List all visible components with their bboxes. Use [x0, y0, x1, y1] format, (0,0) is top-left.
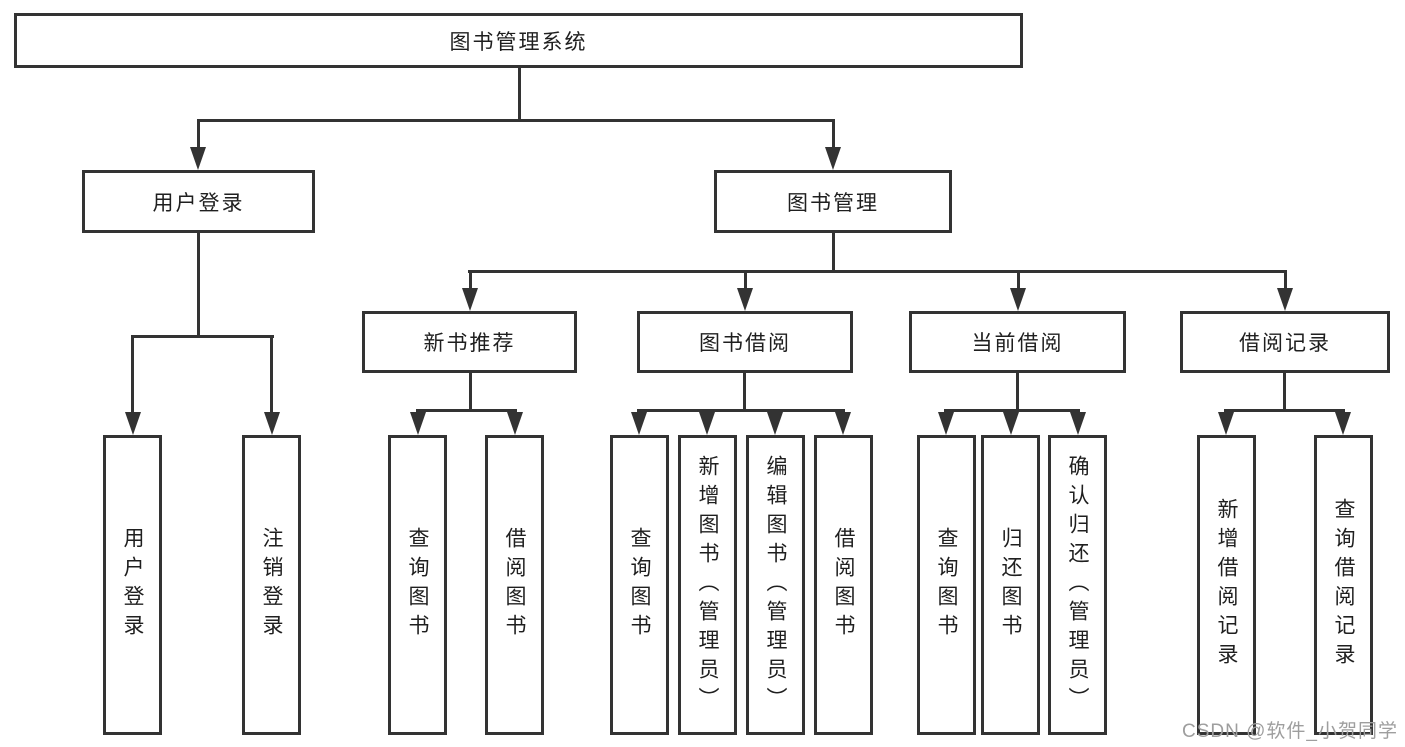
- leaf-confirm-return-admin: 确认归还（管理员）: [1048, 435, 1107, 735]
- leaf-label: 借阅图书: [832, 527, 855, 643]
- leaf-label: 新增借阅记录: [1215, 498, 1238, 672]
- connector-drop: [131, 335, 134, 412]
- arrow-down-icon: [1010, 288, 1026, 311]
- node-label: 图书借阅: [699, 332, 791, 355]
- leaf-label: 编辑图书（管理员）: [764, 454, 787, 716]
- arrow-down-icon: [1335, 412, 1351, 435]
- connector-stem: [743, 373, 746, 411]
- arrow-down-icon: [410, 412, 426, 435]
- leaf-user-login: 用户登录: [103, 435, 162, 735]
- connector-book-mgmt-bracket: [468, 270, 1287, 273]
- node-label: 当前借阅: [971, 332, 1064, 355]
- arrow-down-icon: [125, 412, 141, 435]
- leaf-label: 查询借阅记录: [1332, 498, 1355, 672]
- leaf-label: 查询图书: [406, 527, 429, 643]
- leaf-label: 用户登录: [121, 527, 144, 643]
- connector-stem: [469, 373, 472, 411]
- connector-drop: [469, 270, 472, 290]
- connector-user-login-stem: [197, 233, 200, 337]
- leaf-label: 归还图书: [999, 527, 1022, 643]
- connector-root-left-drop: [197, 119, 200, 150]
- arrow-down-icon: [507, 412, 523, 435]
- leaf-label: 注销登录: [260, 527, 283, 643]
- arrow-down-icon: [825, 147, 841, 170]
- node-label: 图书管理: [787, 191, 879, 215]
- arrow-down-icon: [1277, 288, 1293, 311]
- node-book-management: 图书管理: [714, 170, 952, 233]
- arrow-down-icon: [699, 412, 715, 435]
- connector-bracket: [416, 409, 517, 412]
- arrow-down-icon: [767, 412, 783, 435]
- leaf-query-books-recommend: 查询图书: [388, 435, 447, 735]
- arrow-down-icon: [938, 412, 954, 435]
- node-label: 新书推荐: [423, 332, 516, 355]
- leaf-label: 确认归还（管理员）: [1066, 454, 1089, 716]
- leaf-return-book: 归还图书: [981, 435, 1040, 735]
- leaf-label: 借阅图书: [503, 527, 526, 643]
- connector-user-login-bracket: [131, 335, 274, 338]
- node-book-borrowing: 图书借阅: [637, 311, 853, 373]
- connector-drop: [1017, 270, 1020, 290]
- connector-bracket: [944, 409, 1080, 412]
- connector-stem: [1016, 373, 1019, 411]
- node-library-management-system: 图书管理系统: [14, 13, 1023, 68]
- leaf-add-borrow-record: 新增借阅记录: [1197, 435, 1256, 735]
- csdn-watermark: CSDN @软件_小贺同学: [1182, 721, 1398, 742]
- leaf-label: 查询图书: [628, 527, 651, 643]
- leaf-query-borrow-record: 查询借阅记录: [1314, 435, 1373, 735]
- leaf-logout: 注销登录: [242, 435, 301, 735]
- leaf-label: 新增图书（管理员）: [696, 454, 719, 716]
- node-label: 用户登录: [152, 191, 245, 215]
- leaf-label: 查询图书: [935, 527, 958, 643]
- connector-root-stem: [518, 68, 521, 121]
- arrow-down-icon: [737, 288, 753, 311]
- arrow-down-icon: [1003, 412, 1019, 435]
- node-borrowing-records: 借阅记录: [1180, 311, 1390, 373]
- arrow-down-icon: [835, 412, 851, 435]
- connector-bracket: [1224, 409, 1345, 412]
- leaf-add-book-admin: 新增图书（管理员）: [678, 435, 737, 735]
- connector-root-right-drop: [832, 119, 835, 150]
- leaf-borrow-books-recommend: 借阅图书: [485, 435, 544, 735]
- connector-drop: [270, 335, 273, 412]
- arrow-down-icon: [631, 412, 647, 435]
- connector-root-bracket: [197, 119, 835, 122]
- node-new-book-recommendation: 新书推荐: [362, 311, 577, 373]
- arrow-down-icon: [1070, 412, 1086, 435]
- arrow-down-icon: [190, 147, 206, 170]
- arrow-down-icon: [264, 412, 280, 435]
- connector-drop: [744, 270, 747, 290]
- connector-stem: [1283, 373, 1286, 411]
- node-label: 图书管理系统: [449, 30, 588, 54]
- node-current-borrowing: 当前借阅: [909, 311, 1126, 373]
- node-user-login: 用户登录: [82, 170, 315, 233]
- connector-book-mgmt-stem: [832, 233, 835, 272]
- leaf-borrow-books: 借阅图书: [814, 435, 873, 735]
- connector-bracket: [637, 409, 845, 412]
- node-label: 借阅记录: [1239, 332, 1331, 355]
- leaf-edit-book-admin: 编辑图书（管理员）: [746, 435, 805, 735]
- leaf-query-books-borrowing: 查询图书: [610, 435, 669, 735]
- leaf-query-books-current: 查询图书: [917, 435, 976, 735]
- arrow-down-icon: [462, 288, 478, 311]
- connector-drop: [1284, 270, 1287, 290]
- arrow-down-icon: [1218, 412, 1234, 435]
